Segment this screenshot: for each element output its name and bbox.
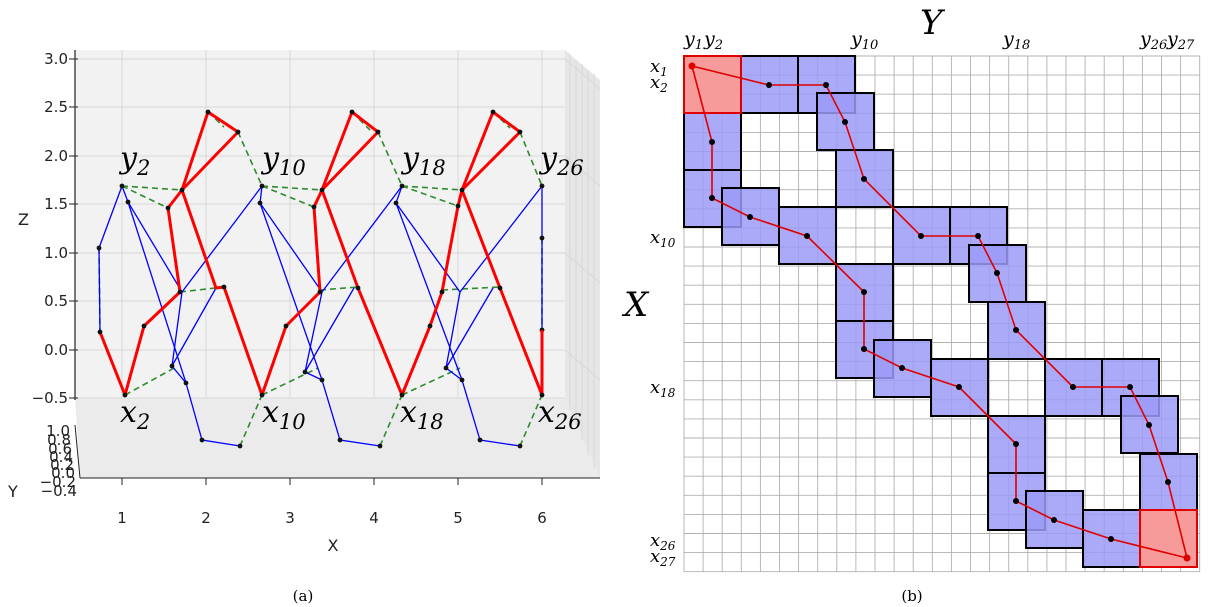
z-tick: 2.0 (44, 147, 68, 165)
row-label-x1: x1 (650, 56, 668, 79)
path-point (766, 82, 772, 88)
label-y10: y10 (260, 141, 306, 180)
label-x18: x18 (400, 395, 444, 434)
z-tick: 3.0 (44, 50, 68, 68)
alignment-grid (683, 55, 1201, 573)
caption-b: (b) (901, 587, 922, 605)
row-label-x27: x27 (650, 546, 676, 569)
x-tick-marks (121, 478, 543, 485)
label-x2: x2 (120, 395, 150, 434)
panel-a: 3.0 2.5 2.0 1.5 1.0 0.5 0.0 −0.5 Z 1.0 0… (7, 50, 601, 605)
col-label-y2: y2 (703, 28, 723, 53)
path-point (918, 233, 924, 239)
z-axis-label: Z (18, 210, 29, 229)
path-point (899, 365, 905, 371)
label-y2: y2 (118, 141, 150, 180)
x-tick-labels: 1 2 3 4 5 6 (117, 509, 547, 527)
path-point (1013, 498, 1019, 504)
gridlines (75, 50, 601, 468)
path-point (1127, 384, 1133, 390)
z-tick: 0.0 (44, 341, 68, 359)
z-tick: 1.5 (44, 195, 68, 213)
label-y26: y26 (538, 141, 584, 180)
z-tick: −0.5 (32, 389, 68, 407)
y-tick: −0.4 (41, 482, 77, 500)
path-point (861, 346, 867, 352)
x-axis-title: X (621, 285, 650, 325)
label-x26: x26 (538, 395, 582, 434)
x-tick: 1 (117, 509, 127, 527)
y-axis-title: Y (920, 3, 946, 43)
y-tick: 0.2 (50, 456, 74, 474)
y-tick: 0.6 (48, 440, 72, 458)
col-label-y18: y18 (1002, 28, 1030, 53)
sequence-y-joints (96, 183, 545, 449)
path-point (1146, 422, 1152, 428)
label-y18: y18 (400, 141, 446, 180)
path-point (975, 233, 981, 239)
col-label-y27: y27 (1166, 28, 1195, 53)
path-point (861, 289, 867, 295)
path-point (1013, 327, 1019, 333)
y-tick: 0.0 (51, 464, 75, 482)
path-point (1165, 479, 1171, 485)
frame-labels-y: y2 y10 y18 y26 (118, 141, 584, 180)
x-tick: 3 (285, 509, 295, 527)
caption-a: (a) (293, 587, 314, 605)
warping-path-line (691, 65, 1188, 559)
z-tick: 0.5 (44, 292, 68, 310)
path-point (709, 195, 715, 201)
back-pane (75, 50, 565, 398)
start-cell (683, 55, 742, 114)
x-tick: 4 (369, 509, 379, 527)
column-labels: y1 y2 y10 y18 y26 y27 (683, 28, 1195, 53)
x-tick: 6 (537, 509, 547, 527)
warping-path (688, 62, 1191, 562)
y-tick: 1.0 (46, 422, 70, 440)
col-label-y26: y26 (1139, 28, 1167, 53)
col-label-y10: y10 (850, 28, 878, 53)
y-tick: 0.4 (49, 448, 73, 466)
y-axis-label: Y (7, 482, 18, 501)
path-point (823, 82, 829, 88)
col-label-y1: y1 (683, 28, 703, 53)
z-tick-labels: 3.0 2.5 2.0 1.5 1.0 0.5 0.0 −0.5 (32, 50, 68, 407)
path-point (861, 176, 867, 182)
frame-labels-x: x2 x10 x18 x26 (120, 395, 582, 434)
path-point (747, 214, 753, 220)
row-labels: x1 x2 x10 x18 x26 x27 (650, 56, 676, 569)
row-label-x18: x18 (650, 377, 676, 400)
x-tick: 5 (453, 509, 463, 527)
z-tick: 2.5 (44, 98, 68, 116)
sequence-x-joints (97, 109, 545, 398)
z-tick-marks (69, 58, 78, 399)
y-tick-labels: 1.0 0.8 0.6 0.4 0.2 0.0 −0.2 −0.4 (40, 422, 77, 500)
path-end-point (1183, 554, 1191, 562)
floor-pane (75, 398, 600, 478)
panel-b: Y X y1 y2 y10 y18 y26 y27 x1 x2 x10 x18 … (621, 3, 1201, 605)
y-tick: −0.2 (40, 473, 76, 491)
path-point (842, 119, 848, 125)
path-point (1051, 517, 1057, 523)
row-label-x26: x26 (650, 530, 676, 553)
y-axis-line (74, 424, 81, 479)
label-x10: x10 (262, 395, 306, 434)
y-tick: 0.8 (47, 431, 71, 449)
path-start-point (688, 62, 696, 70)
x-tick: 2 (201, 509, 211, 527)
row-label-x10: x10 (650, 227, 676, 250)
path-point (804, 233, 810, 239)
x-axis-label: X (328, 536, 339, 555)
path-point (1013, 441, 1019, 447)
path-point (1070, 384, 1076, 390)
z-tick: 1.0 (44, 244, 68, 262)
row-label-x2: x2 (650, 72, 668, 95)
path-point (994, 270, 1000, 276)
path-point (956, 384, 962, 390)
warping-path-line (691, 65, 1188, 559)
path-point (709, 139, 715, 145)
path-point (1108, 536, 1114, 542)
